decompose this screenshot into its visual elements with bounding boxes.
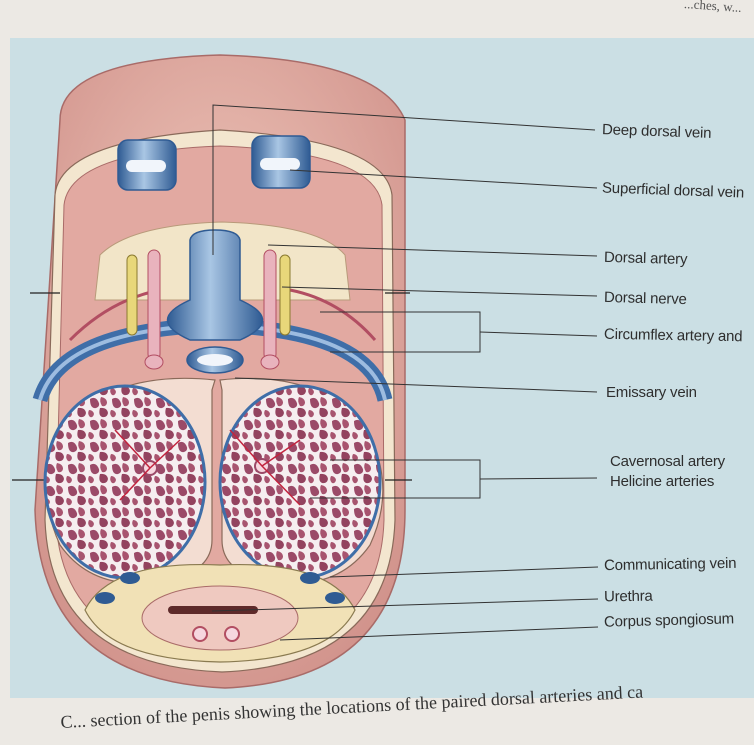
label-corpus-spongiosum: Corpus spongiosum: [604, 610, 734, 630]
label-cavernosal-artery: Cavernosal artery: [610, 453, 725, 470]
label-dorsal-artery: Dorsal artery: [604, 249, 688, 268]
label-circumflex: Circumflex artery and: [604, 326, 743, 345]
label-emissary-vein: Emissary vein: [606, 384, 697, 401]
label-communicating-vein: Communicating vein: [604, 555, 737, 574]
label-helicine-arteries: Helicine arteries: [610, 473, 714, 490]
label-urethra: Urethra: [604, 588, 653, 606]
label-dorsal-nerve: Dorsal nerve: [604, 289, 687, 308]
